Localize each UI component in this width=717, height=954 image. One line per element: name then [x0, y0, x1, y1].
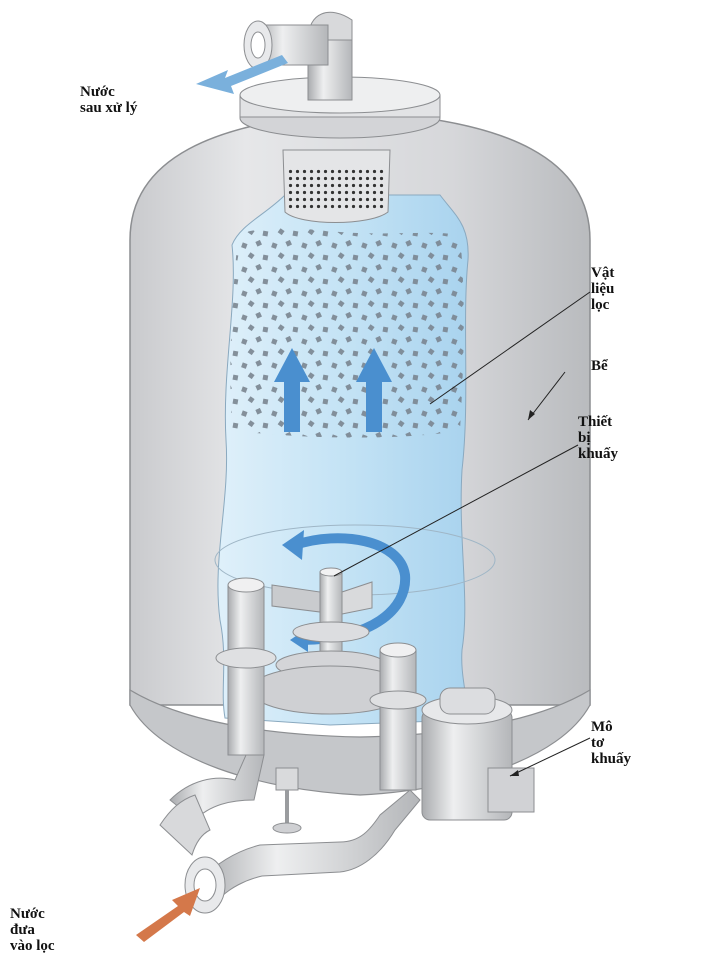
label-agitator-line1: Thiết bị — [578, 414, 666, 446]
label-media-line1: Vật liệu — [591, 265, 679, 297]
filter-media-particles — [230, 228, 463, 437]
label-media-line2: lọc — [591, 297, 679, 313]
inlet-riser-pipe — [228, 585, 264, 755]
valve-actuator — [276, 768, 298, 790]
motor-riser-pipe — [380, 650, 416, 790]
label-agitator: Thiết bị khuấy — [578, 414, 666, 462]
inlet-arrow — [136, 888, 200, 942]
label-outlet-water: Nước sau xử lý — [80, 84, 137, 116]
label-motor-line2: khuấy — [591, 751, 707, 767]
label-motor: Mô tơ khuấy — [591, 719, 707, 767]
label-inlet-line1: Nước đưa — [10, 906, 122, 938]
label-inlet-water: Nước đưa vào lọc — [10, 906, 122, 954]
label-tank: Bể — [591, 358, 608, 374]
inlet-pipe — [200, 790, 420, 898]
label-agitator-line2: khuấy — [578, 446, 666, 462]
motor-terminal-box — [488, 768, 534, 812]
label-motor-line1: Mô tơ — [591, 719, 707, 751]
label-outlet-line2: sau xử lý — [80, 100, 137, 116]
label-inlet-line2: vào lọc — [10, 938, 122, 954]
label-outlet-line1: Nước — [80, 84, 137, 100]
label-filter-media: Vật liệu lọc — [591, 265, 679, 313]
